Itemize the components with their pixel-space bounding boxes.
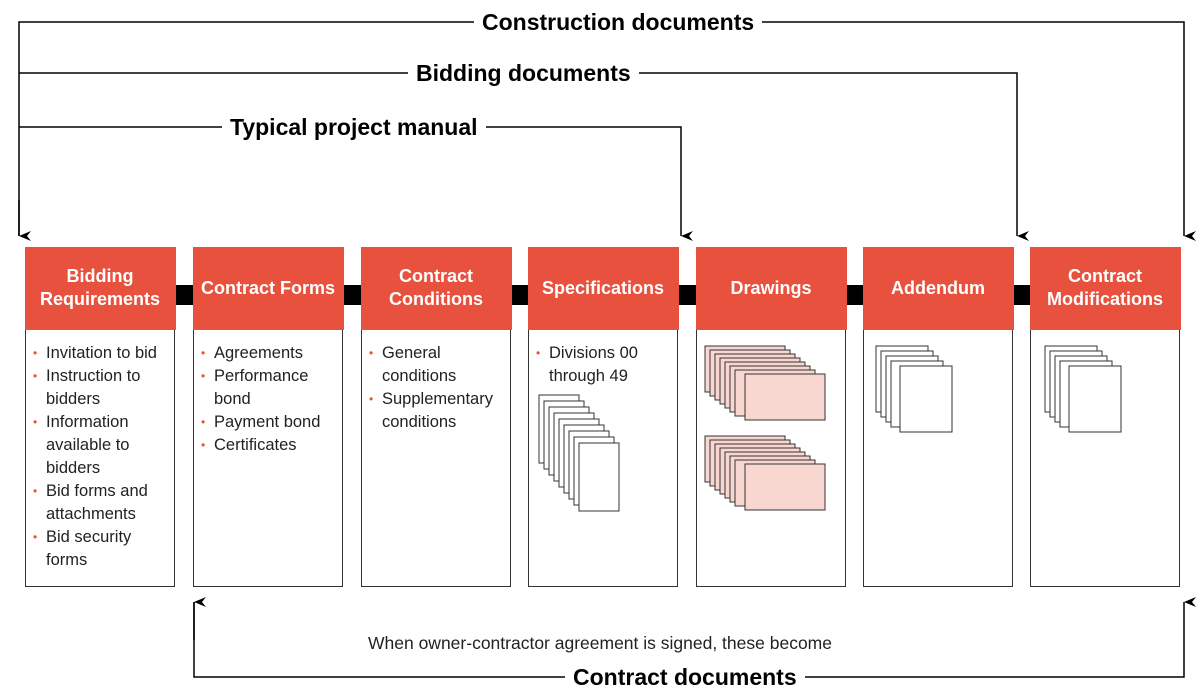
drawing-sheets-top-icon [704,345,826,421]
construction-bracket-line [18,21,1196,241]
list-item: Bid forms and attachments [33,480,170,526]
column-title: Contract Forms [192,246,344,330]
modification-sheets-icon [1044,345,1122,433]
connector [176,285,194,305]
column-list: General conditions Supplementary conditi… [362,342,510,434]
connector [846,285,864,305]
connector [511,285,529,305]
project-manual-label: Typical project manual [222,112,486,142]
column-title: Contract Modifications [1029,246,1181,330]
bidding-documents-label: Bidding documents [408,58,639,88]
list-item: Invitation to bid [33,342,170,365]
bidding-bracket-line [19,72,1029,241]
list-item: Certificates [201,434,338,457]
column-title: Contract Conditions [360,246,512,330]
drawing-sheets-bottom-icon [704,435,826,511]
connector [679,285,697,305]
list-item: Supplementary conditions [369,388,506,434]
column-list: Invitation to bid Instruction to bidders… [26,342,174,572]
list-item: Instruction to bidders [33,365,170,411]
column-bidding-requirements: Bidding Requirements Invitation to bid I… [24,246,176,587]
column-contract-forms: Contract Forms Agreements Performance bo… [192,246,344,587]
list-item: Performance bond [201,365,338,411]
connector [343,285,361,305]
column-specifications: Specifications Divisions 00 through 49 [527,246,679,587]
column-title: Addendum [862,246,1014,330]
column-drawings: Drawings [695,246,847,587]
manual-bracket-line [19,126,693,241]
column-title: Bidding Requirements [24,246,176,330]
list-item: Information available to bidders [33,411,170,480]
list-item: Bid security forms [33,526,170,572]
list-item: Agreements [201,342,338,365]
contract-documents-label: Contract documents [565,662,805,692]
list-item: General conditions [369,342,506,388]
column-contract-conditions: Contract Conditions General conditions S… [360,246,512,587]
connector [1014,285,1032,305]
column-title: Specifications [527,246,679,330]
list-item: Divisions 00 through 49 [536,342,673,388]
column-list: Divisions 00 through 49 [529,342,677,388]
agreement-note: When owner-contractor agreement is signe… [368,633,832,653]
addendum-sheets-icon [875,345,953,433]
column-list: Agreements Performance bond Payment bond… [194,342,342,457]
column-contract-modifications: Contract Modifications [1029,246,1181,587]
construction-documents-label: Construction documents [474,7,763,37]
specification-sheets-icon [538,394,620,512]
column-addendum: Addendum [862,246,1014,587]
column-title: Drawings [695,246,847,330]
list-item: Payment bond [201,411,338,434]
